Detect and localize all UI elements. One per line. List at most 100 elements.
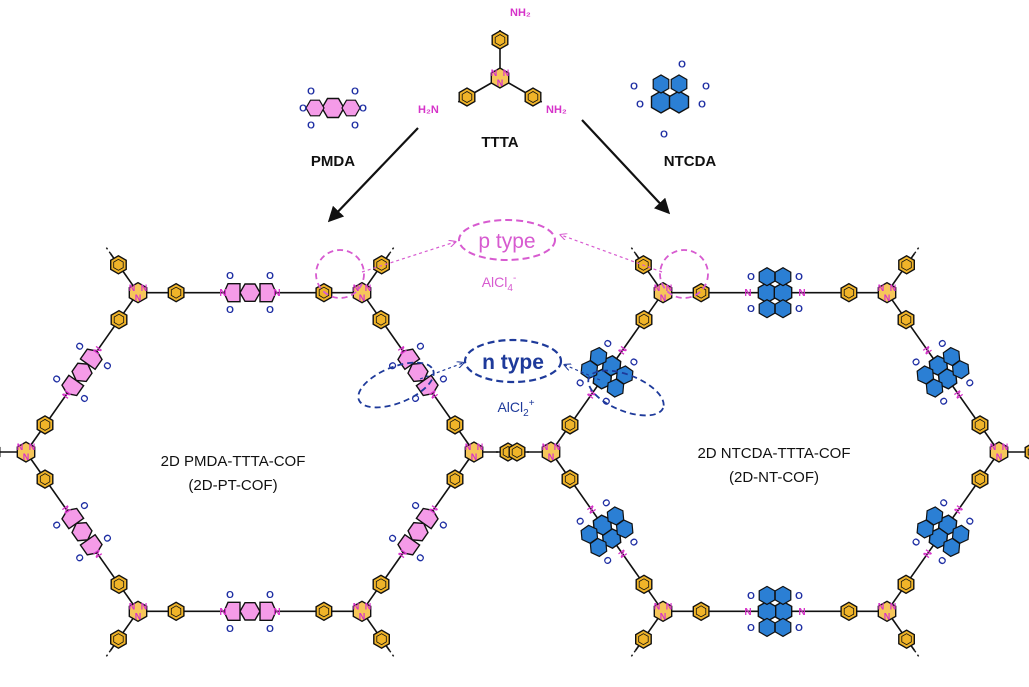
phenyl-hexagon xyxy=(561,415,579,435)
p-ion-sup: - xyxy=(513,273,516,284)
triazine-nitrogen: N xyxy=(542,442,549,452)
carbonyl-oxygen: O xyxy=(962,514,976,527)
ntcda-ring-top-right xyxy=(670,74,688,94)
amine-label-top: NH₂ xyxy=(510,7,531,19)
ntcda-oxygen: O xyxy=(678,60,686,71)
carbonyl-oxygen: O xyxy=(602,553,616,566)
pmda-benzene xyxy=(239,283,261,302)
phenyl-ring xyxy=(110,574,128,595)
phenyl-hexagon xyxy=(635,629,652,650)
phenyl-hexagon xyxy=(897,309,915,330)
phenyl-inner-ring xyxy=(318,605,330,618)
carbonyl-oxygen: O xyxy=(747,589,755,600)
phenyl-ring xyxy=(110,309,128,330)
pmda-anhydride-right xyxy=(341,99,361,117)
triazine-highlight-left xyxy=(315,249,365,299)
phenyl-inner-ring xyxy=(900,578,912,591)
imide-nitrogen: N xyxy=(798,288,805,299)
phenyl-ring xyxy=(446,469,464,489)
carbonyl-oxygen: O xyxy=(795,272,803,283)
carbonyl-oxygen: O xyxy=(574,377,588,390)
carbonyl-oxygen: O xyxy=(747,621,755,632)
triazine-hexagon xyxy=(16,441,36,463)
phenyl-inner-ring xyxy=(113,633,124,646)
pmda-oxygen: O xyxy=(351,121,359,132)
phenyl-ring xyxy=(458,87,476,107)
pmda-oxygen: O xyxy=(359,104,367,115)
pt-cof-short: (2D-PT-COF) xyxy=(188,477,277,494)
triazine-nitrogen: N xyxy=(884,611,891,621)
phenyl-hexagon xyxy=(36,469,54,489)
phenyl-ring xyxy=(635,574,653,595)
triazine-hexagon xyxy=(989,441,1009,463)
phenyl-hexagon xyxy=(372,574,390,595)
imide-ring-bottom-left xyxy=(774,585,792,606)
imide-ring-top-right xyxy=(580,524,599,544)
triazine-hexagon xyxy=(490,67,510,89)
triazine-nitrogen: N xyxy=(29,442,36,452)
triazine-hexagon xyxy=(541,441,561,463)
carbonyl-oxygen: O xyxy=(936,395,950,408)
triazine-nitrogen: N xyxy=(660,293,667,303)
imide-ring-top-right xyxy=(951,359,970,380)
phenyl-hexagon xyxy=(167,282,185,303)
n-type-label: n type xyxy=(482,351,544,374)
phenyl-hexagon xyxy=(458,87,476,107)
phenyl-inner-ring xyxy=(375,313,387,326)
carbonyl-oxygen: O xyxy=(628,356,642,369)
phenyl-hexagon xyxy=(692,601,710,622)
phenyl-ring xyxy=(508,442,526,462)
p-type-label: p type xyxy=(478,230,535,253)
carbonyl-oxygen: O xyxy=(266,622,274,633)
pt-cof-name: 2D PMDA-TTTA-COF xyxy=(161,453,306,470)
phenyl-hexagon xyxy=(109,254,127,275)
carbonyl-oxygen: O xyxy=(266,588,274,599)
carbonyl-oxygen: O xyxy=(101,360,115,373)
phenyl-ring xyxy=(635,309,653,330)
p-connector-left xyxy=(361,242,455,273)
carbonyl-oxygen: O xyxy=(266,271,274,282)
ntcda-ring-right xyxy=(668,90,690,114)
phenyl-ring xyxy=(897,574,915,595)
triazine-nitrogen: N xyxy=(497,78,504,88)
imide-ring-bottom-right xyxy=(925,378,944,398)
triazine-nitrogen: N xyxy=(135,293,142,303)
phenyl-hexagon xyxy=(315,601,333,622)
phenyl-ring xyxy=(315,601,333,622)
continuation-dots xyxy=(389,650,395,658)
phenyl-inner-ring xyxy=(39,473,51,486)
carbonyl-oxygen: O xyxy=(935,554,949,567)
triazine-nitrogen: N xyxy=(141,601,148,611)
ntcda-oxygen: O xyxy=(630,82,638,93)
phenyl-hexagon xyxy=(167,601,185,622)
phenyl-inner-ring xyxy=(375,578,387,591)
triazine-nitrogen: N xyxy=(359,611,366,621)
carbonyl-oxygen: O xyxy=(909,356,923,369)
phenyl-hexagon xyxy=(898,254,915,275)
phenyl-inner-ring xyxy=(170,286,182,299)
phenyl-inner-ring xyxy=(1027,448,1029,456)
pmda-imide-ring-right xyxy=(61,507,85,530)
pmda-oxygen: O xyxy=(351,87,359,98)
phenyl-ring xyxy=(897,309,915,330)
phenyl-ring xyxy=(971,469,989,489)
triazine-hexagon xyxy=(877,600,897,623)
phenyl-ring xyxy=(372,574,390,595)
imide-ring-top-right xyxy=(942,537,961,558)
phenyl-inner-ring xyxy=(901,633,912,646)
phenyl-hexagon xyxy=(524,87,542,107)
phenyl-inner-ring xyxy=(638,258,649,271)
phenyl-hexagon xyxy=(373,254,390,275)
